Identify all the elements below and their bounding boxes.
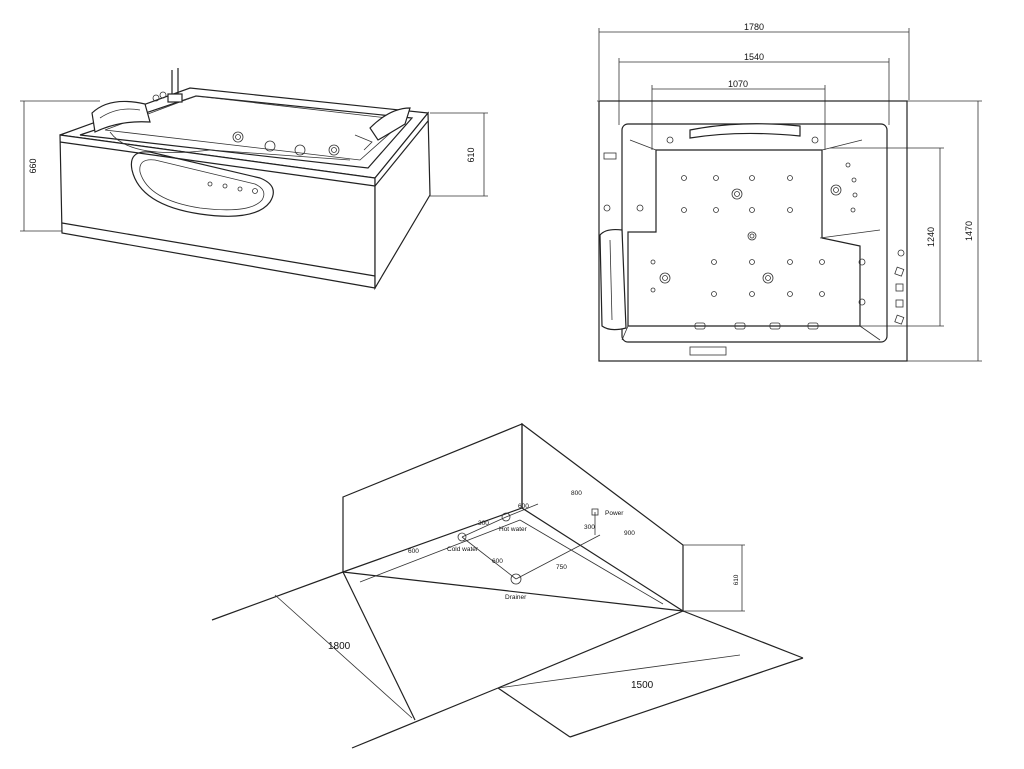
- dim-660: 660: [28, 158, 38, 173]
- dim-1800: 1800: [328, 641, 351, 652]
- dim-300-b: 300: [584, 524, 595, 531]
- hot-water-label: Hot water: [499, 526, 528, 533]
- cold-water-label: Cold water: [447, 546, 479, 553]
- dim-610-side: 610: [466, 147, 476, 162]
- top-view: 1780 1540 1070 1470 1240: [597, 22, 982, 362]
- dim-1070: 1070: [728, 79, 748, 89]
- dim-800: 800: [571, 490, 582, 497]
- installation-view: 610 Power Hot water Cold water Drainer 6…: [211, 422, 804, 749]
- dim-600-top: 600: [518, 503, 529, 510]
- dim-1240: 1240: [926, 227, 936, 247]
- dim-300-a: 300: [478, 520, 489, 527]
- perspective-view: 660 610: [20, 68, 488, 291]
- dim-900: 900: [624, 530, 635, 537]
- drainer-label: Drainer: [505, 594, 527, 601]
- power-label: Power: [605, 510, 624, 517]
- dim-610-wall: 610: [733, 574, 740, 585]
- dim-750: 750: [556, 564, 567, 571]
- dim-1780: 1780: [744, 22, 764, 32]
- dim-600-left: 600: [408, 548, 419, 555]
- dim-1540: 1540: [744, 52, 764, 62]
- dim-1500: 1500: [631, 680, 654, 691]
- dim-600-mid: 600: [492, 558, 503, 565]
- dim-1470: 1470: [964, 221, 974, 241]
